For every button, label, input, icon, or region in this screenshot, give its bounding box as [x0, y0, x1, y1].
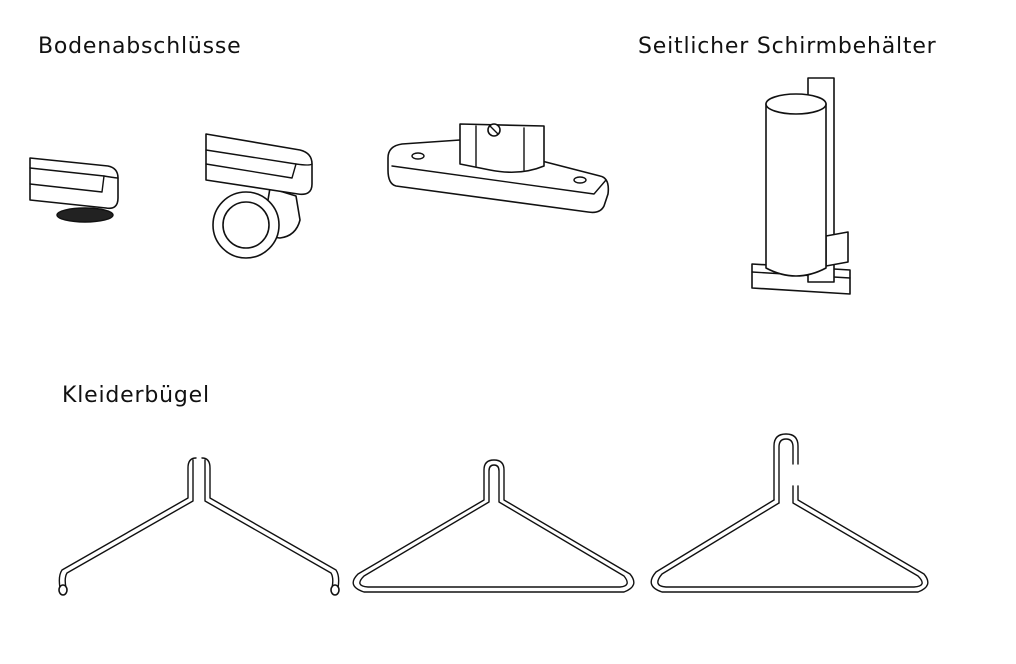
base-plate-illustration — [387, 123, 610, 214]
glide-foot-illustration — [29, 157, 119, 223]
closed-hanger-illustration — [352, 459, 635, 593]
open-hanger-illustration — [58, 457, 340, 596]
umbrella-holder-illustration — [751, 77, 851, 295]
umbrella-holder-heading: Seitlicher Schirmbehälter — [638, 34, 937, 59]
hook-hanger-illustration — [650, 433, 929, 593]
caster-wheel-illustration — [205, 133, 313, 259]
hangers-heading: Kleiderbügel — [62, 383, 210, 408]
floor-ends-heading: Bodenabschlüsse — [38, 34, 242, 59]
